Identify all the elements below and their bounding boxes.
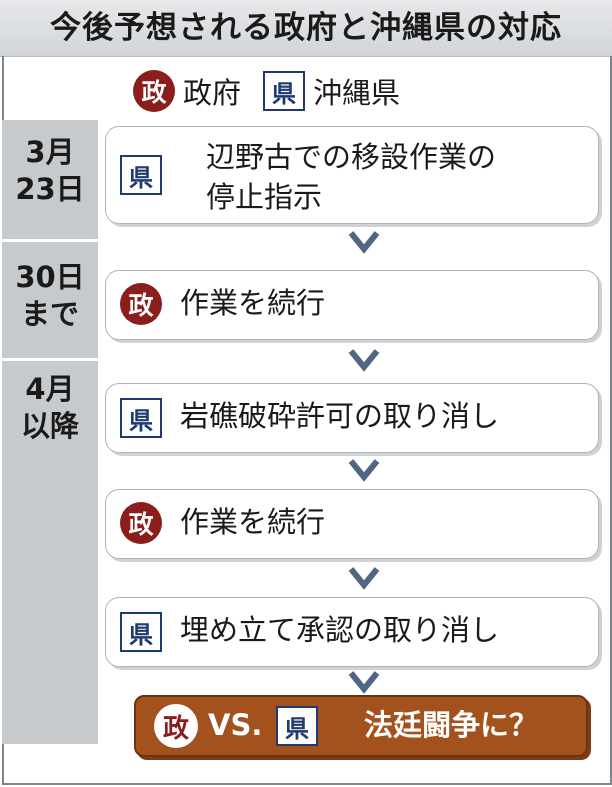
- timeline-date-mar23: 3月 23日: [2, 134, 98, 208]
- step-text: 岩礁破砕許可の取り消し: [180, 399, 500, 433]
- government-seal-icon: 政: [133, 70, 175, 112]
- prefecture-box-icon: 県: [120, 398, 162, 438]
- timeline-date-line: まで: [20, 297, 79, 331]
- prefecture-box-icon: 県: [276, 706, 318, 746]
- flow-arrow-icon: [348, 671, 380, 694]
- title-bar: [0, 0, 612, 57]
- flow-arrow-icon: [348, 349, 380, 372]
- timeline-date-by30: 30日 まで: [2, 259, 98, 333]
- flow-arrow-icon: [348, 459, 380, 482]
- timeline-band: [2, 120, 98, 744]
- step-text-line: 停止指示: [206, 180, 323, 214]
- step-text: 辺野古での移設作業の 停止指示: [206, 137, 496, 217]
- step-continue-work: 政 作業を続行: [105, 489, 599, 559]
- diagram-title: 今後予想される政府と沖縄県の対応: [50, 10, 562, 46]
- step-text: 埋め立て承認の取り消し: [180, 613, 500, 647]
- result-text: 法廷闘争に？: [364, 708, 539, 742]
- legend: 政 政府 県 沖縄県: [133, 68, 414, 114]
- step-text-line: 辺野古での移設作業の: [206, 140, 497, 174]
- versus-label: VS.: [208, 708, 263, 742]
- step-revoke-landfill-approval: 県 埋め立て承認の取り消し: [105, 597, 599, 667]
- government-seal-icon: 政: [120, 283, 162, 325]
- timeline-separator: [0, 239, 100, 242]
- government-seal-icon: 政: [154, 704, 198, 748]
- prefecture-box-icon: 県: [120, 155, 162, 195]
- flow-arrow-icon: [348, 567, 380, 590]
- timeline-date-line: 以降: [20, 409, 79, 443]
- timeline-date-april: 4月 以降: [2, 371, 98, 445]
- step-stop-order: 県 辺野古での移設作業の 停止指示: [105, 126, 599, 224]
- step-text: 作業を続行: [180, 286, 326, 320]
- prefecture-box-icon: 県: [263, 71, 306, 111]
- step-text: 作業を続行: [180, 505, 326, 539]
- legend-prefecture-label: 沖縄県: [313, 76, 401, 110]
- timeline-date-line: 23日: [15, 172, 85, 206]
- prefecture-box-icon: 県: [120, 612, 162, 652]
- timeline-date-line: 3月: [25, 135, 75, 169]
- government-seal-icon: 政: [120, 502, 162, 544]
- timeline-separator: [0, 358, 100, 361]
- legend-government-label: 政府: [183, 76, 242, 110]
- step-revoke-reef-permit: 県 岩礁破砕許可の取り消し: [105, 383, 599, 453]
- timeline-date-line: 30日: [15, 260, 85, 294]
- step-continue-work: 政 作業を続行: [105, 270, 599, 340]
- flow-arrow-icon: [348, 231, 380, 254]
- result-box: 政 VS. 県 法廷闘争に？: [134, 695, 588, 757]
- timeline-date-line: 4月: [25, 372, 75, 406]
